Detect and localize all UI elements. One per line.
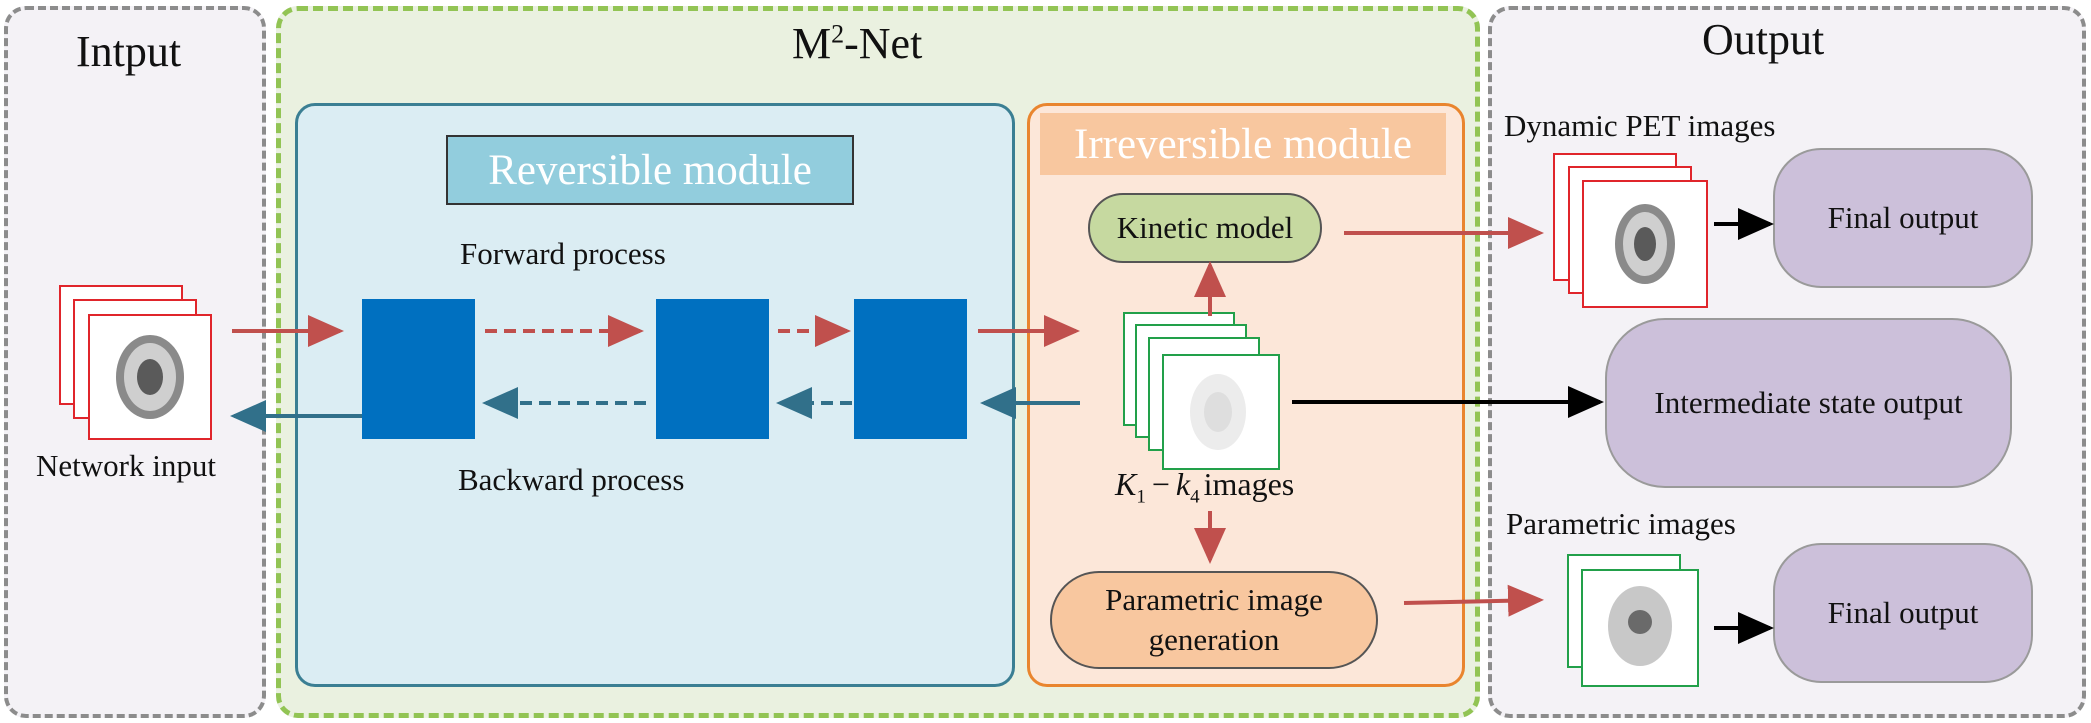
network-input-label: Network input	[36, 448, 216, 483]
dynamic-pet-image-stack	[1553, 153, 1708, 308]
invertible-block-2	[656, 299, 769, 439]
irreversible-module-title: Irreversible module	[1040, 113, 1446, 175]
m2-net-title: M2-Net	[792, 19, 923, 68]
invertible-block-3	[854, 299, 967, 439]
dynamic-pet-images-label: Dynamic PET images	[1504, 108, 1776, 143]
final-output-box-1: Final output	[1773, 148, 2033, 288]
intermediate-state-output-box: Intermediate state output	[1605, 318, 2012, 488]
parametric-images-label: Parametric images	[1506, 506, 1736, 541]
kinetic-model-box: Kinetic model	[1088, 193, 1322, 263]
reversible-module-title: Reversible module	[446, 135, 854, 205]
paramgen-to-parametric-arrow	[1403, 584, 1544, 617]
input-title: Intput	[76, 27, 182, 76]
backward-process-label: Backward process	[458, 462, 685, 497]
invertible-block-1	[362, 299, 475, 439]
output-title: Output	[1702, 15, 1825, 64]
network-input-image-stack	[59, 285, 212, 440]
forward-process-label: Forward process	[460, 236, 666, 271]
k-images-stack	[1123, 312, 1280, 470]
final-output-box-2: Final output	[1773, 543, 2033, 683]
parametric-image-stack	[1567, 554, 1699, 687]
